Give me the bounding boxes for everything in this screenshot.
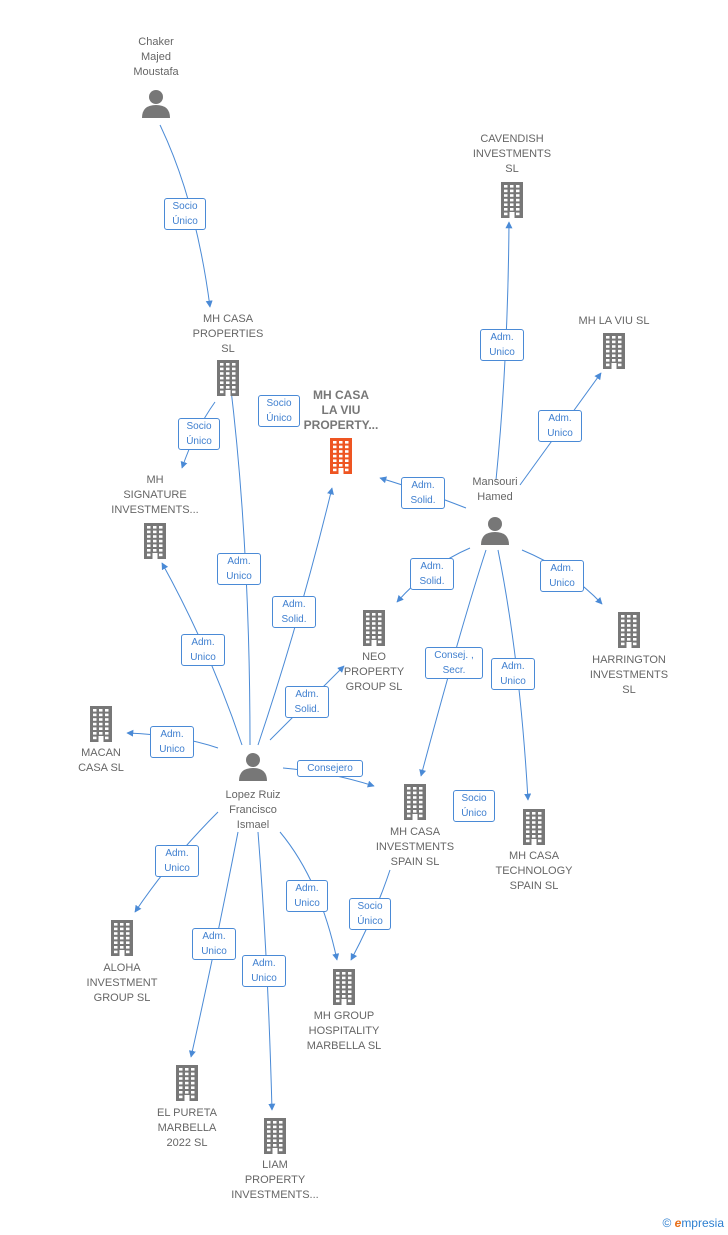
edge-label[interactable]: Adm. Unico bbox=[150, 726, 194, 758]
edge-label[interactable]: Adm. Unico bbox=[192, 928, 236, 960]
person-icon[interactable] bbox=[480, 515, 510, 550]
edge-label[interactable]: Socio Único bbox=[453, 790, 495, 822]
node-label-aloha[interactable]: ALOHA INVESTMENT GROUP SL bbox=[86, 962, 158, 1004]
person-icon[interactable] bbox=[238, 751, 268, 786]
node-label-cavendish[interactable]: CAVENDISH INVESTMENTS SL bbox=[472, 133, 552, 175]
node-label-neo[interactable]: NEO PROPERTY GROUP SL bbox=[343, 651, 405, 693]
edge-label[interactable]: Adm. Unico bbox=[491, 658, 535, 690]
edge-label[interactable]: Adm. Unico bbox=[155, 845, 199, 877]
edge-label[interactable]: Socio Único bbox=[164, 198, 206, 230]
node-label-mansouri[interactable]: Mansouri Hamed bbox=[472, 476, 518, 503]
node-label-mhgroup[interactable]: MH GROUP HOSPITALITY MARBELLA SL bbox=[306, 1010, 382, 1052]
node-label-mhcasaprop[interactable]: MH CASA PROPERTIES SL bbox=[192, 313, 264, 355]
node-label-liam[interactable]: LIAM PROPERTY INVESTMENTS... bbox=[231, 1159, 319, 1201]
edge-label[interactable]: Adm. Unico bbox=[540, 560, 584, 592]
edge-label[interactable]: Adm. Unico bbox=[242, 955, 286, 987]
node-label-elpureta[interactable]: EL PURETA MARBELLA 2022 SL bbox=[157, 1107, 217, 1149]
building-icon[interactable] bbox=[87, 706, 115, 747]
edge-label[interactable]: Adm. Unico bbox=[286, 880, 328, 912]
edge-lopez-to-mhcasaprop bbox=[226, 372, 251, 746]
edge-label[interactable]: Socio Único bbox=[349, 898, 391, 930]
brand-rest: mpresia bbox=[681, 1216, 724, 1230]
building-icon[interactable] bbox=[327, 438, 355, 479]
edge-mansouri-to-mhcasainv bbox=[419, 549, 487, 777]
building-icon[interactable] bbox=[600, 333, 628, 374]
node-label-lopez[interactable]: Lopez Ruiz Francisco Ismael bbox=[225, 789, 281, 831]
brand-initial: e bbox=[674, 1216, 682, 1230]
edge-label[interactable]: Socio Único bbox=[258, 395, 300, 427]
node-label-macan[interactable]: MACAN CASA SL bbox=[78, 747, 124, 774]
node-label-mhlaviu[interactable]: MH LA VIU SL bbox=[578, 315, 650, 327]
edge-label[interactable]: Adm. Unico bbox=[538, 410, 582, 442]
edge-label[interactable]: Adm. Solid. bbox=[285, 686, 329, 718]
edge-label[interactable]: Adm. Unico bbox=[181, 634, 225, 666]
node-label-mhcasainv[interactable]: MH CASA INVESTMENTS SPAIN SL bbox=[375, 826, 455, 868]
edge-label[interactable]: Adm. Unico bbox=[480, 329, 524, 361]
node-label-mhcasatech[interactable]: MH CASA TECHNOLOGY SPAIN SL bbox=[495, 850, 573, 892]
building-icon[interactable] bbox=[141, 523, 169, 564]
node-label-harrington[interactable]: HARRINGTON INVESTMENTS SL bbox=[589, 654, 669, 696]
edge-label[interactable]: Consej. , Secr. bbox=[425, 647, 483, 679]
building-icon[interactable] bbox=[261, 1118, 289, 1159]
edge-label[interactable]: Socio Único bbox=[178, 418, 220, 450]
building-icon[interactable] bbox=[498, 182, 526, 223]
edge-label[interactable]: Consejero bbox=[297, 760, 363, 777]
building-icon[interactable] bbox=[173, 1065, 201, 1106]
copyright-symbol: © bbox=[662, 1216, 672, 1230]
person-icon[interactable] bbox=[141, 88, 171, 123]
building-icon[interactable] bbox=[214, 360, 242, 401]
edge-label[interactable]: Adm. Solid. bbox=[410, 558, 454, 590]
node-label-mhsig[interactable]: MH SIGNATURE INVESTMENTS... bbox=[111, 474, 199, 516]
edge-label[interactable]: Adm. Solid. bbox=[401, 477, 445, 509]
edge-label[interactable]: Adm. Unico bbox=[217, 553, 261, 585]
building-icon[interactable] bbox=[108, 920, 136, 961]
node-label-main[interactable]: MH CASA LA VIU PROPERTY... bbox=[303, 388, 379, 432]
empresia-logo: © empresia bbox=[662, 1216, 724, 1230]
building-icon[interactable] bbox=[615, 612, 643, 653]
building-icon[interactable] bbox=[330, 969, 358, 1010]
edge-label[interactable]: Adm. Solid. bbox=[272, 596, 316, 628]
node-label-chaker[interactable]: Chaker Majed Moustafa bbox=[133, 36, 179, 78]
building-icon[interactable] bbox=[360, 610, 388, 651]
building-icon[interactable] bbox=[401, 784, 429, 825]
building-icon[interactable] bbox=[520, 809, 548, 850]
